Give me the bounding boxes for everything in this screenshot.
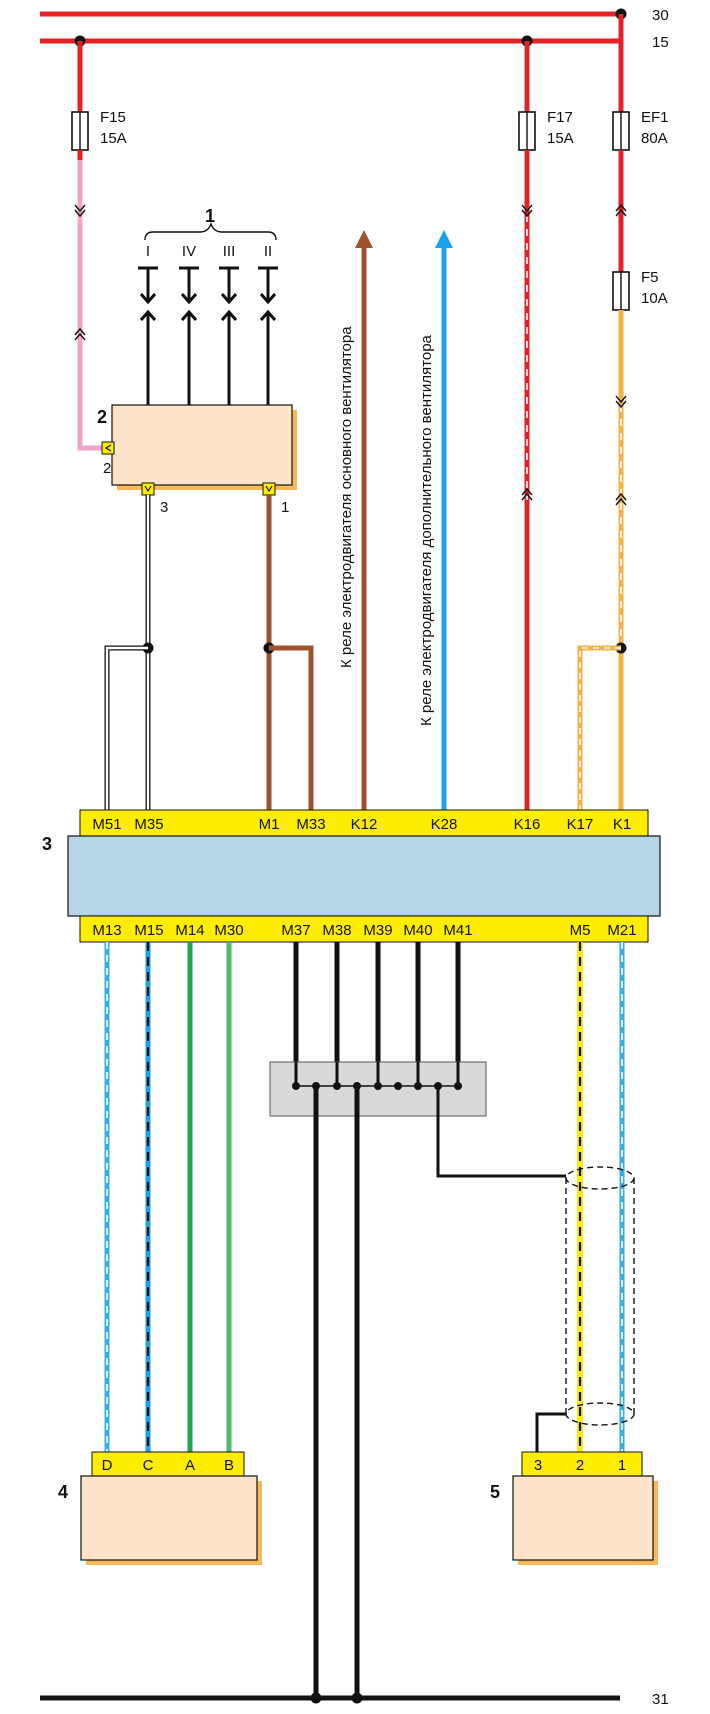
wires-to-component-4 <box>104 942 232 1452</box>
ecu-pin-label: M21 <box>607 922 636 939</box>
switch-position-label: IV <box>182 243 196 260</box>
switch-position-label: II <box>264 243 272 260</box>
ecu-pin-label: M37 <box>281 922 310 939</box>
component-2: 2 2 3 1 <box>97 404 297 516</box>
wires-to-component-5 <box>535 942 635 1460</box>
fuse-f5-rating: 10A <box>641 290 668 307</box>
junction-dot <box>310 1692 322 1704</box>
component-5-connector <box>521 1451 643 1477</box>
connector-pin-2 <box>101 441 115 455</box>
component-2-outputs <box>104 495 314 810</box>
junction-dot <box>351 1692 363 1704</box>
ecu-pin-label: K17 <box>567 816 594 833</box>
component-1-label: 1 <box>205 206 215 226</box>
ecu-pin-label: M33 <box>296 816 325 833</box>
rail-30-label: 30 <box>652 7 669 24</box>
f17-branch: F17 15A <box>518 35 574 810</box>
fuse-f17-name: F17 <box>547 109 573 126</box>
ecu-pin-label: K12 <box>351 816 378 833</box>
brace-icon <box>144 222 277 241</box>
fuse-ef1-rating: 80A <box>641 130 668 147</box>
switch-position-label: I <box>146 243 150 260</box>
ecu-pin-label: M35 <box>134 816 163 833</box>
component-2-label: 2 <box>97 407 107 427</box>
ecu-top-connector <box>79 809 649 837</box>
component-4: 4 D C A B <box>58 1451 262 1565</box>
component-5: 5 3 2 1 <box>490 1451 658 1565</box>
ecu-pin-label: M39 <box>363 922 392 939</box>
ecu-pin-label: M41 <box>443 922 472 939</box>
ecu-pin-label: M38 <box>322 922 351 939</box>
ecu-pin-label: M15 <box>134 922 163 939</box>
ground-splice <box>269 942 566 1698</box>
component-5-pin-label: 1 <box>618 1457 626 1474</box>
ecu-pin-label: K16 <box>514 816 541 833</box>
fuse-f15-name: F15 <box>100 109 126 126</box>
rail-31-label: 31 <box>652 1691 669 1708</box>
component-4-pin-label: C <box>143 1457 154 1474</box>
f15-branch: F15 15A <box>71 35 127 451</box>
aux-fan-relay-label: К реле электродвигателя дополнительного … <box>418 334 435 726</box>
ecu-pin-label: M40 <box>403 922 432 939</box>
connector-chevron-icon <box>74 204 86 213</box>
ecu-bottom-connector <box>79 915 649 943</box>
pin-2-label: 2 <box>103 460 111 477</box>
component-2-body <box>111 404 293 486</box>
fuse-f17-rating: 15A <box>547 130 574 147</box>
ecu-pin-label: M30 <box>214 922 243 939</box>
component-4-body <box>80 1475 258 1561</box>
connector-chevron-icon <box>521 487 533 496</box>
component-4-pin-label: B <box>224 1457 234 1474</box>
component-4-connector <box>91 1451 245 1477</box>
rail-30: 30 <box>40 7 669 24</box>
component-5-pin-label: 3 <box>534 1457 542 1474</box>
ecu-pin-label: K28 <box>431 816 458 833</box>
connector-chevron-icon <box>615 492 627 501</box>
arrow-aux-fan: К реле электродвигателя дополнительного … <box>418 230 453 810</box>
component-4-label: 4 <box>58 1482 68 1502</box>
connector-chevron-icon <box>74 327 86 336</box>
pin-3-label: 3 <box>160 499 168 516</box>
component-5-label: 5 <box>490 1482 500 1502</box>
component-5-pin-label: 2 <box>576 1457 584 1474</box>
rail-15-label: 15 <box>652 34 669 51</box>
ef1-f5-branch: EF1 80A F5 10A <box>577 8 669 810</box>
connector-pin-3 <box>141 482 155 496</box>
ecu-pin-label: M14 <box>175 922 204 939</box>
component-4-pin-label: D <box>102 1457 113 1474</box>
ecu-pin-label: M5 <box>570 922 591 939</box>
fuse-f15-rating: 15A <box>100 130 127 147</box>
ecu-pin-label: M51 <box>92 816 121 833</box>
main-fan-relay-label: К реле электродвигателя основного вентил… <box>338 326 355 668</box>
arrow-up-icon <box>435 230 453 248</box>
fuse-f5-name: F5 <box>641 269 659 286</box>
switch-position-label: III <box>223 243 236 260</box>
ecu-pin-label: K1 <box>613 816 631 833</box>
pin-1-label: 1 <box>281 499 289 516</box>
connector-chevron-icon <box>615 395 627 404</box>
ecu-pin-label: M1 <box>259 816 280 833</box>
arrow-up-icon <box>355 230 373 248</box>
connector-chevron-icon <box>521 204 533 213</box>
fuse-ef1-name: EF1 <box>641 109 669 126</box>
component-3-label: 3 <box>42 834 52 854</box>
connector-chevron-icon <box>615 203 627 212</box>
rail-31: 31 <box>40 1691 669 1708</box>
ecu-body <box>67 835 661 917</box>
component-5-body <box>512 1475 654 1561</box>
ecu-pin-label: M13 <box>92 922 121 939</box>
component-4-pin-label: A <box>185 1457 195 1474</box>
arrow-main-fan: К реле электродвигателя основного вентил… <box>338 230 373 810</box>
rail-15: 15 <box>40 34 669 51</box>
component-1: 1 I IV III II <box>138 206 278 405</box>
switch-contacts <box>138 266 278 405</box>
ecu-component-3: 3 M51 M35 M1 M33 K12 K28 K16 K17 K1 M13 … <box>42 809 661 943</box>
connector-pin-1 <box>262 482 276 496</box>
